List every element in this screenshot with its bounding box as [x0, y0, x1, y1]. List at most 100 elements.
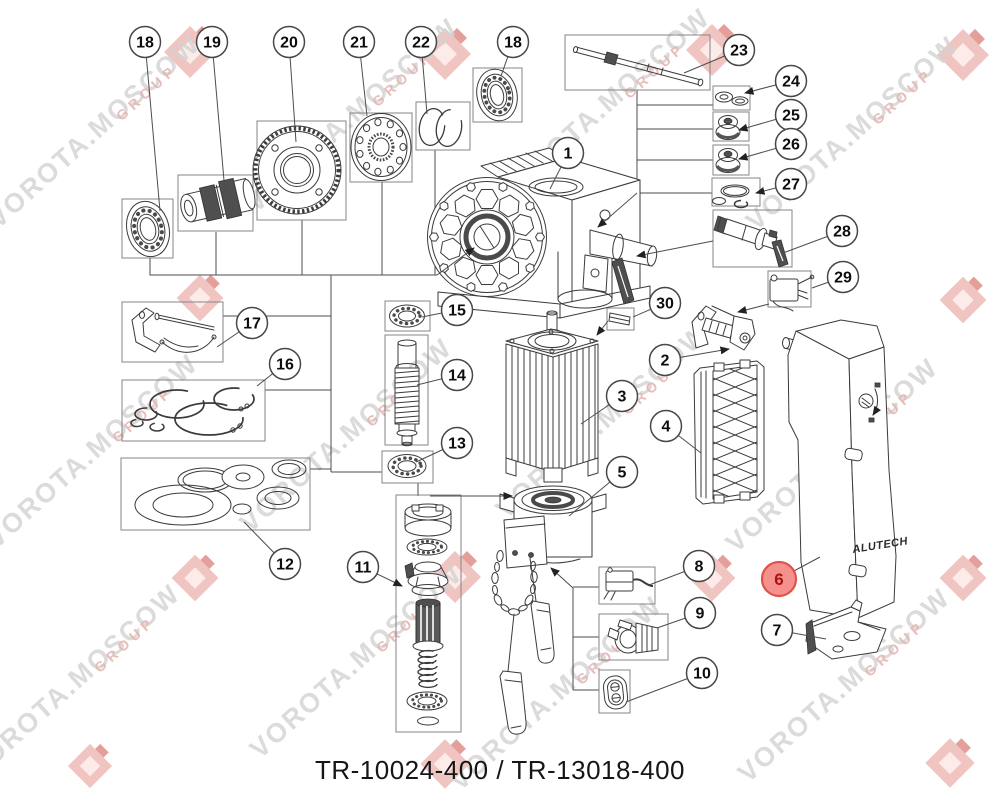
svg-text:20: 20 [280, 35, 298, 52]
svg-text:15: 15 [448, 303, 466, 320]
callout-29: 29 [826, 260, 860, 294]
callout-3: 3 [605, 379, 639, 413]
release-handle-lower [499, 670, 527, 735]
callout-1: 1 [551, 136, 585, 170]
part-nut-25 [715, 115, 741, 140]
box-29 [767, 270, 812, 308]
callouts: 18 19 20 21 22 18 23 24 25 26 27 28 29 1… [128, 25, 860, 690]
part-microswitch-8 [603, 567, 654, 601]
callout-24: 24 [774, 64, 808, 98]
part-cover-6: ALUTECH [782, 319, 909, 619]
callout-30: 30 [648, 286, 682, 320]
svg-text:2: 2 [661, 353, 670, 370]
callout-22: 22 [404, 25, 438, 59]
part-bearing-13 [387, 454, 427, 478]
part-gasket-kit-12 [134, 459, 307, 526]
svg-text:25: 25 [782, 108, 800, 125]
svg-text:13: 13 [448, 436, 466, 453]
part-shaft-23 [572, 46, 704, 87]
box-14 [384, 334, 429, 446]
part-worm-shaft-14 [394, 339, 420, 447]
part-release-shaft-28 [713, 215, 789, 268]
box-13 [381, 450, 434, 484]
callout-18b: 18 [496, 25, 530, 59]
callout-12: 12 [268, 547, 302, 581]
callout-18a: 18 [128, 25, 162, 59]
callout-14: 14 [440, 358, 474, 392]
svg-text:28: 28 [833, 224, 851, 241]
callout-16: 16 [268, 347, 302, 381]
part-bracket-7 [805, 599, 887, 660]
svg-text:19: 19 [203, 35, 221, 52]
part-coupling-19 [180, 177, 256, 223]
box-30 [606, 307, 635, 331]
box-18a [121, 198, 174, 259]
callout-10: 10 [685, 656, 719, 690]
part-seals-27 [712, 184, 750, 209]
box-11 [395, 494, 462, 733]
callout-25: 25 [774, 98, 808, 132]
svg-text:14: 14 [448, 368, 466, 385]
svg-text:16: 16 [276, 357, 294, 374]
svg-text:27: 27 [782, 177, 800, 194]
svg-text:3: 3 [618, 389, 627, 406]
callout-7: 7 [760, 613, 794, 647]
callout-9: 9 [683, 596, 717, 630]
svg-text:22: 22 [412, 35, 430, 52]
callout-17: 17 [235, 306, 269, 340]
svg-text:1: 1 [564, 146, 573, 163]
part-bearing-18a [126, 200, 170, 258]
callout-5: 5 [605, 455, 639, 489]
callout-26: 26 [774, 127, 808, 161]
part-circlip-kit-16 [130, 387, 255, 436]
part-grommet-10 [602, 675, 629, 710]
box-12 [120, 457, 311, 531]
svg-text:29: 29 [834, 270, 852, 287]
part-microswitch-29 [769, 274, 815, 312]
box-25 [712, 111, 750, 142]
box-26 [712, 144, 750, 176]
callout-27: 27 [774, 167, 808, 201]
svg-text:21: 21 [350, 35, 368, 52]
part-gearbox-housing-1 [427, 147, 658, 319]
part-control-panel-4 [693, 359, 765, 505]
assembly-arrows [430, 192, 770, 589]
box-28 [712, 209, 793, 268]
svg-text:7: 7 [773, 623, 782, 640]
callout-20: 20 [272, 25, 306, 59]
watermark-text: VOROTA.MOSCOW [0, 28, 206, 234]
svg-text:8: 8 [695, 559, 704, 576]
svg-text:VOROTA.MOSCOW: VOROTA.MOSCOW [740, 30, 964, 236]
part-bracket-2 [691, 305, 756, 351]
part-bracket-kit-17 [131, 307, 217, 353]
svg-text:VOROTA.MOSCOW: VOROTA.MOSCOW [0, 348, 204, 554]
box-8 [598, 566, 656, 605]
svg-text:11: 11 [355, 560, 372, 577]
part-release-flange-5 [491, 485, 607, 735]
callout-8: 8 [682, 549, 716, 583]
callout-23: 23 [722, 33, 756, 67]
callout-15: 15 [440, 293, 474, 327]
svg-text:26: 26 [782, 137, 800, 154]
callout-2: 2 [648, 343, 682, 377]
page-title: TR-10024-400 / TR-13018-400 [315, 755, 685, 785]
svg-text:23: 23 [730, 43, 748, 60]
release-handle-upper [530, 600, 555, 664]
part-bearing-24 [715, 91, 749, 106]
box-24 [712, 85, 751, 111]
svg-text:5: 5 [618, 465, 627, 482]
box-22 [415, 101, 471, 151]
part-key-30 [608, 312, 631, 326]
part-rings-22 [418, 108, 463, 147]
svg-text:24: 24 [782, 74, 800, 91]
part-gear-20 [252, 125, 342, 215]
svg-text:4: 4 [662, 419, 671, 436]
box-15 [384, 300, 431, 332]
part-flange-21 [350, 113, 412, 181]
part-lamp-socket-9 [607, 619, 659, 654]
box-17 [121, 301, 224, 363]
svg-text:30: 30 [656, 296, 674, 313]
box-18b [472, 67, 523, 123]
